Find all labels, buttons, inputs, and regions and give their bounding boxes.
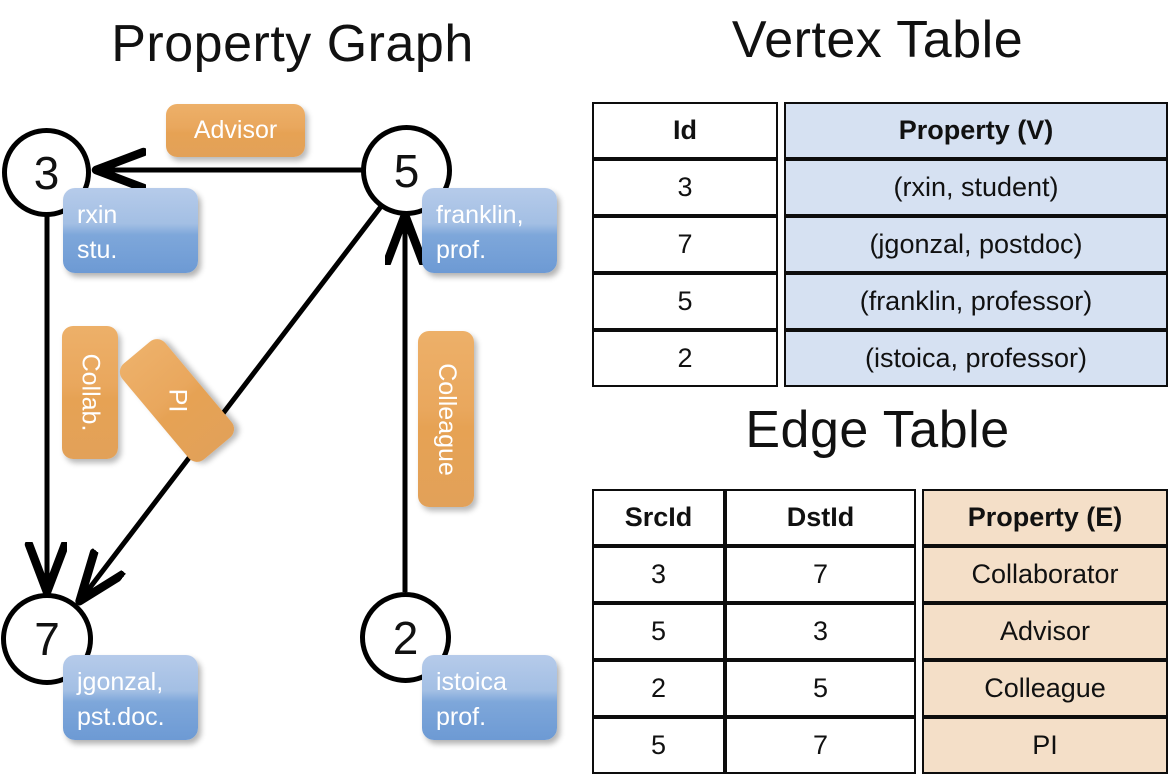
page-title-edge-table: Edge Table: [745, 401, 1010, 459]
edge-label-advisor: Advisor: [166, 104, 305, 157]
edge-table: SrcId DstId Property (E) 3 7 Collaborato…: [592, 489, 1168, 774]
vertex-property-line: jgonzal,: [77, 668, 164, 696]
vertex-cell-property: (jgonzal, postdoc): [784, 216, 1168, 273]
vertex-header-id: Id: [592, 102, 778, 159]
vertex-cell-property: (franklin, professor): [784, 273, 1168, 330]
edge-cell-property: Advisor: [922, 603, 1168, 660]
edge-label-text: Colleague: [432, 362, 461, 476]
edge-header-srcid: SrcId: [592, 489, 725, 546]
vertex-cell-property: (istoica, professor): [784, 330, 1168, 387]
table-row: 5 (franklin, professor): [592, 273, 1168, 330]
edge-label-collab: Collab.: [62, 326, 118, 459]
vertex-property-line: rxin: [77, 201, 118, 229]
edge-label-text: Collab.: [76, 353, 105, 432]
edge-cell-srcid: 5: [592, 717, 725, 774]
edge-cell-srcid: 2: [592, 660, 725, 717]
table-row: 2 5 Colleague: [592, 660, 1168, 717]
vertex-cell-id: 3: [592, 159, 778, 216]
edge-cell-dstid: 3: [725, 603, 916, 660]
vertex-property-line: istoica: [436, 668, 507, 696]
edge-cell-dstid: 7: [725, 546, 916, 603]
table-row: 3 (rxin, student): [592, 159, 1168, 216]
vertex-cell-id: 7: [592, 216, 778, 273]
table-header-row: Id Property (V): [592, 102, 1168, 159]
vertex-property-line: stu.: [77, 235, 118, 264]
edge-cell-srcid: 5: [592, 603, 725, 660]
edge-header-dstid: DstId: [725, 489, 916, 546]
table-row: 5 7 PI: [592, 717, 1168, 774]
vertex-property-box-2: istoica prof.: [422, 655, 557, 740]
vertex-property-box-3: rxin stu.: [63, 188, 198, 273]
edge-cell-property: PI: [922, 717, 1168, 774]
edge-cell-property: Colleague: [922, 660, 1168, 717]
graph-node-2[interactable]: 2: [360, 592, 451, 683]
edge-label-text: PI: [163, 388, 192, 413]
edge-cell-property: Collaborator: [922, 546, 1168, 603]
vertex-property-line: pst.doc.: [77, 702, 165, 731]
vertex-table: Id Property (V) 3 (rxin, student) 7 (jgo…: [592, 102, 1168, 387]
edge-label-colleague: Colleague: [418, 331, 474, 507]
vertex-cell-property: (rxin, student): [784, 159, 1168, 216]
table-row: 5 3 Advisor: [592, 603, 1168, 660]
graph-edges-svg: [0, 0, 585, 760]
edge-cell-srcid: 3: [592, 546, 725, 603]
vertex-cell-id: 5: [592, 273, 778, 330]
table-header-row: SrcId DstId Property (E): [592, 489, 1168, 546]
edge-label-text: Advisor: [193, 116, 278, 144]
table-row: 2 (istoica, professor): [592, 330, 1168, 387]
vertex-property-line: prof.: [436, 235, 487, 264]
table-row: 3 7 Collaborator: [592, 546, 1168, 603]
property-graph-diagram: 3 5 7 2 rxin stu. franklin, prof. jgonza…: [0, 0, 585, 760]
table-row: 7 (jgonzal, postdoc): [592, 216, 1168, 273]
edge-cell-dstid: 5: [725, 660, 916, 717]
vertex-property-line: prof.: [436, 702, 487, 731]
vertex-header-property: Property (V): [784, 102, 1168, 159]
edge-5-to-7: [82, 198, 388, 598]
page-title-vertex-table: Vertex Table: [731, 11, 1024, 69]
vertex-property-box-7: jgonzal, pst.doc.: [63, 655, 198, 740]
vertex-cell-id: 2: [592, 330, 778, 387]
edge-cell-dstid: 7: [725, 717, 916, 774]
edge-header-property: Property (E): [922, 489, 1168, 546]
page-title-property-graph: Property Graph: [111, 15, 474, 73]
vertex-property-box-5: franklin, prof.: [422, 188, 557, 273]
vertex-property-line: franklin,: [436, 201, 524, 229]
